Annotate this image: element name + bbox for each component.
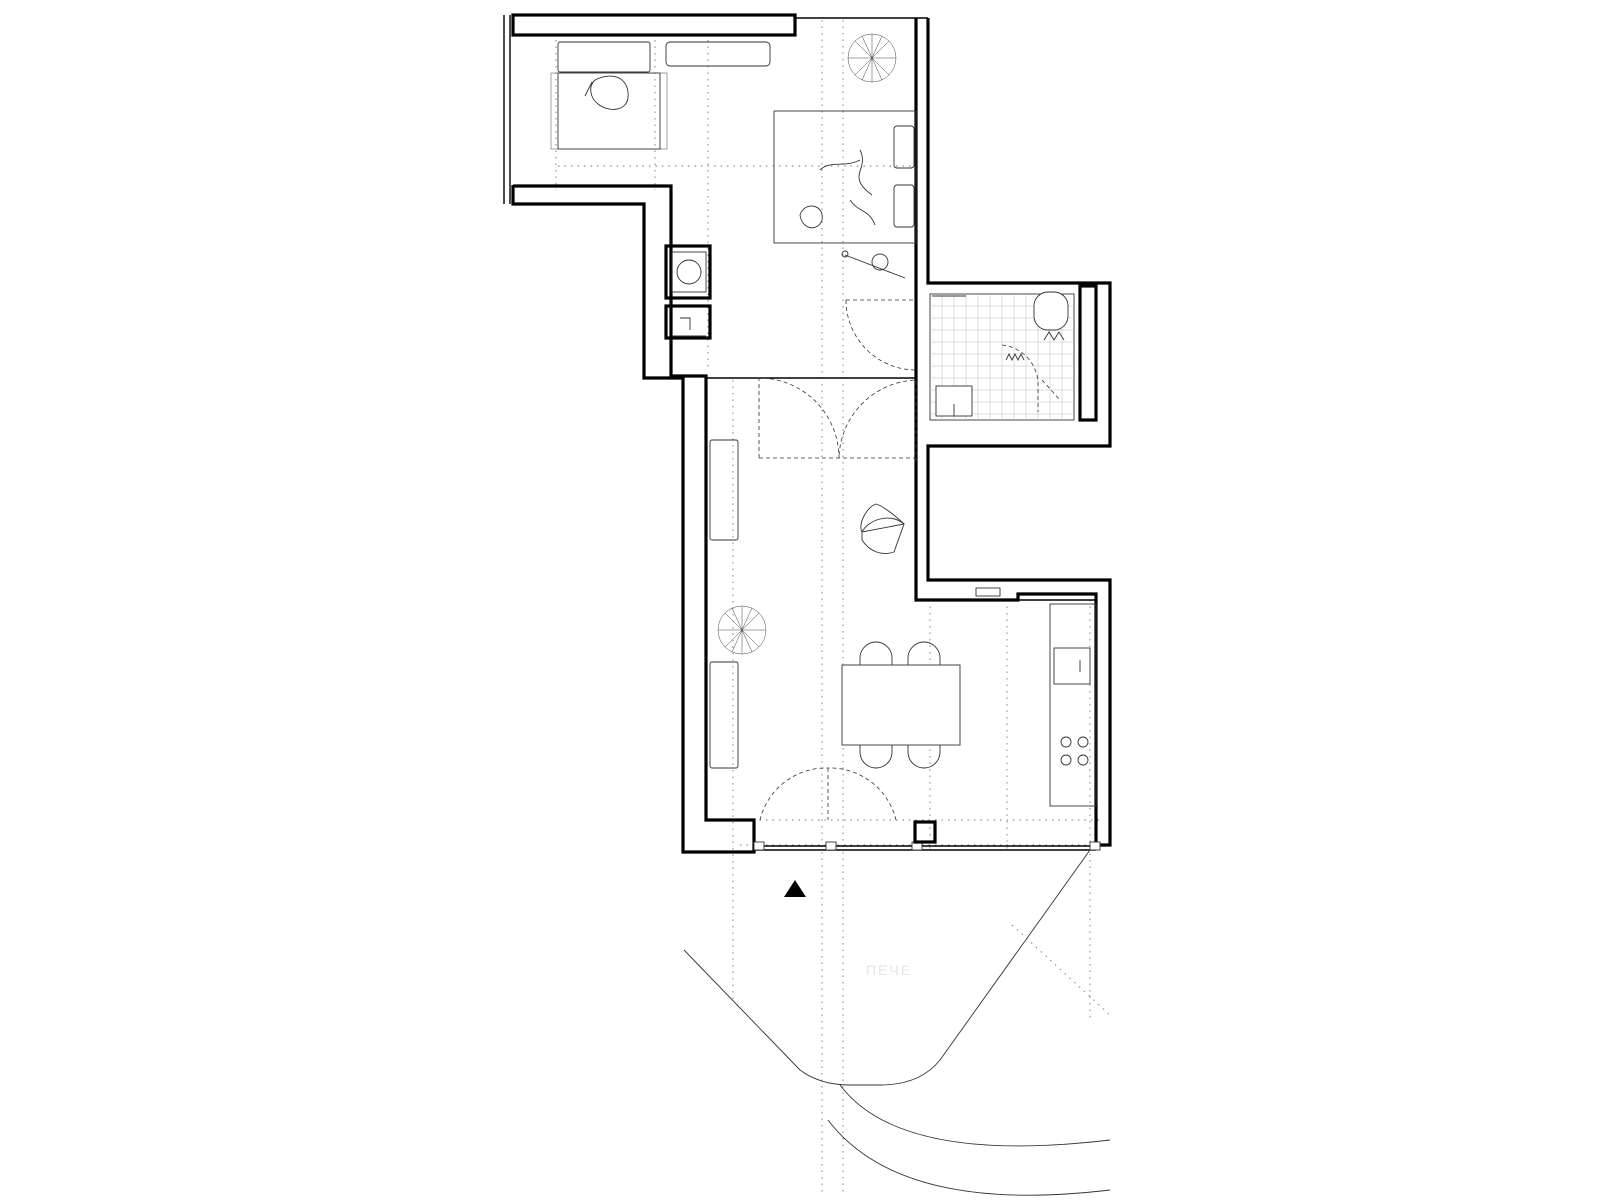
workspace [550,41,771,150]
dining-area [841,641,961,769]
bottom-facade [753,820,1101,851]
plant-icon [717,605,767,655]
bathroom [929,284,1098,422]
exterior-path: ПЕЧЕ [683,849,1111,1196]
structural-grid [555,20,1100,1195]
plant-icon [847,33,897,83]
hall-doors [706,299,917,462]
toilet-icon [1033,291,1069,331]
office-chair-icon [584,75,629,110]
sink-icon [935,385,973,417]
utility-niche [664,244,712,340]
cooktop-icon [1060,736,1089,766]
bedroom [773,33,917,279]
entrance-marker-icon [784,880,806,897]
washing-machine-icon [676,259,702,285]
shower-icon [1001,331,1065,412]
floor-lamp-icon [841,250,906,279]
exterior-walls [503,13,1112,854]
armchair-icon [860,503,905,554]
chair-icon [859,641,941,769]
kitchen [975,587,1097,807]
living-room [709,439,905,769]
faint-label: ПЕЧЕ [866,962,912,978]
entrance-doors [759,767,897,821]
